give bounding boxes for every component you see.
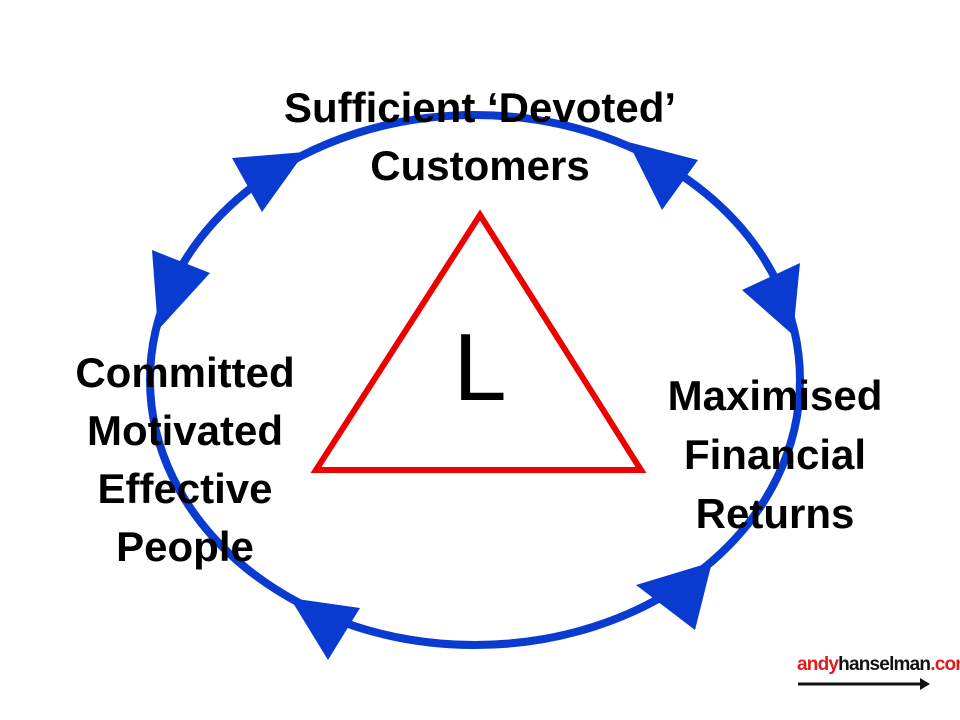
cycle-arrowhead-right-upper [742, 263, 800, 335]
node-customers-line: Customers [370, 142, 590, 189]
node-people: Committed Motivated Effective People [40, 348, 330, 580]
node-people-line: Committed [75, 349, 295, 396]
logo-text-andy: andy [797, 654, 839, 675]
center-letter: L [453, 314, 507, 421]
node-people-line: Motivated [86, 407, 283, 454]
cycle-arrowhead-left-upper [152, 250, 210, 330]
node-people-line: People [116, 523, 254, 570]
cycle-ellipse [146, 111, 804, 649]
logo-text: andyhanselman.com [797, 654, 960, 676]
node-returns-line: Returns [695, 490, 855, 537]
logo-text-com: .com [930, 654, 960, 675]
node-customers-line: Sufficient ‘Devoted’ [283, 84, 677, 131]
cycle-arrowhead-top-left [232, 152, 305, 212]
cycle-arrowhead-right-lower [636, 562, 712, 630]
cycle-arrowhead-bottom-left [290, 598, 360, 660]
node-returns-line: Maximised [667, 372, 883, 419]
node-returns-line: Financial [683, 431, 867, 478]
node-returns: Maximised Financial Returns [625, 370, 925, 547]
center-triangle [310, 209, 647, 473]
logo-text-hanselman: hanselman [838, 654, 931, 675]
node-people-line: Effective [97, 465, 273, 512]
andyhanselman-logo: andyhanselman.com [797, 652, 960, 692]
cycle-arrowhead-top-right [628, 142, 698, 210]
logo-arrow-icon [920, 678, 930, 690]
node-customers: Sufficient ‘Devoted’ Customers [200, 83, 760, 199]
